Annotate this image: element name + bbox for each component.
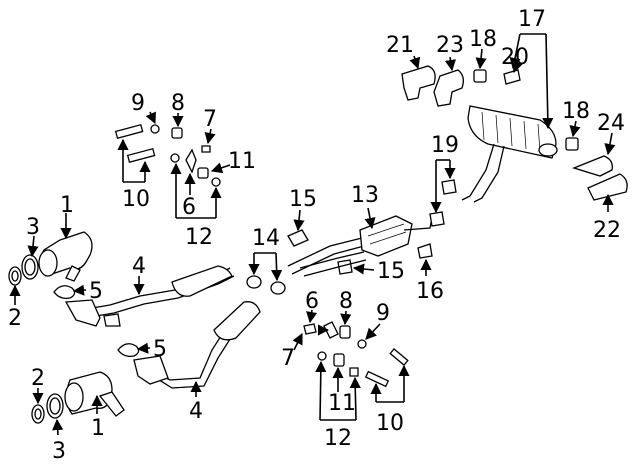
lower-gasket-ring-inner — [34, 408, 42, 420]
callout-3-upper: 3 — [26, 215, 40, 240]
callout-23: 23 — [436, 33, 464, 58]
intermediate-pipe-resonator — [287, 215, 433, 277]
upper-flange-gasket — [53, 285, 76, 300]
pipe-clamps — [246, 275, 286, 295]
callout-1-upper: 1 — [60, 193, 74, 218]
callout-18-right: 18 — [562, 99, 590, 124]
lower-fastener-cluster — [303, 321, 409, 388]
callout-5-upper: 5 — [89, 279, 103, 304]
upper-gasket-ring-inner — [11, 270, 19, 282]
lower-hanger-19 — [429, 211, 445, 227]
callout-3-lower: 3 — [52, 439, 66, 464]
upper-clamp-ring-inner — [24, 258, 36, 276]
hanger-16 — [417, 243, 433, 259]
callout-15-upper: 15 — [289, 187, 317, 212]
upper-hanger-19 — [441, 179, 457, 195]
callout-22: 22 — [593, 218, 621, 243]
callout-9-upper: 9 — [131, 91, 145, 116]
callout-15-lower: 15 — [377, 259, 405, 284]
upper-front-pipe — [64, 265, 235, 327]
lower-front-pipe — [133, 301, 261, 389]
callout-2-lower: 2 — [31, 366, 45, 391]
exhaust-tip-24 — [572, 155, 613, 177]
callout-24: 24 — [597, 111, 625, 136]
callout-7-lower: 7 — [281, 346, 295, 371]
leader-lines — [9, 33, 616, 436]
callout-17: 17 — [518, 7, 546, 32]
callout-11-lower: 11 — [328, 391, 356, 416]
lower-hanger-15 — [337, 259, 353, 275]
callout-12-upper: 12 — [185, 225, 213, 250]
callout-11-upper: 11 — [228, 149, 256, 174]
exhaust-tip-23 — [433, 69, 464, 107]
callout-8-lower: 8 — [339, 289, 353, 314]
callout-9-lower: 9 — [376, 301, 390, 326]
callout-14: 14 — [252, 226, 280, 251]
callout-12-lower: 12 — [324, 426, 352, 451]
callout-13: 13 — [351, 183, 379, 208]
exhaust-tip-21 — [401, 65, 436, 101]
callout-2-upper: 2 — [8, 306, 22, 331]
callout-10-upper: 10 — [122, 187, 150, 212]
callout-6-upper: 6 — [182, 195, 196, 220]
callout-7-upper: 7 — [203, 107, 217, 132]
upper-hanger-15 — [287, 229, 309, 247]
bracket-18-upper — [473, 69, 487, 83]
callout-1-lower: 1 — [91, 416, 105, 441]
rear-muffler-assembly — [461, 105, 558, 203]
callout-19: 19 — [431, 133, 459, 158]
bracket-20 — [503, 69, 521, 85]
callout-4-lower: 4 — [189, 399, 203, 424]
lower-clamp-ring-inner — [49, 397, 61, 415]
upper-catalytic-converter — [38, 231, 93, 282]
exhaust-tip-22 — [587, 173, 628, 201]
callout-5-lower: 5 — [153, 337, 167, 362]
upper-fastener-cluster — [114, 123, 221, 187]
callout-6-lower: 6 — [305, 289, 319, 314]
lower-catalytic-converter — [64, 371, 125, 417]
callout-10-lower: 10 — [376, 411, 404, 436]
callout-16: 16 — [416, 279, 444, 304]
bracket-18-right — [565, 137, 579, 151]
lower-flange-gasket — [117, 343, 140, 358]
callout-labels: 1 3 2 5 4 5 4 1 2 3 9 8 7 11 10 6 12 14 … — [8, 7, 625, 464]
callout-21: 21 — [386, 33, 414, 58]
callout-8-upper: 8 — [171, 91, 185, 116]
callout-20: 20 — [501, 45, 529, 70]
callout-4-upper: 4 — [132, 254, 146, 279]
callout-18-upper: 18 — [469, 27, 497, 52]
